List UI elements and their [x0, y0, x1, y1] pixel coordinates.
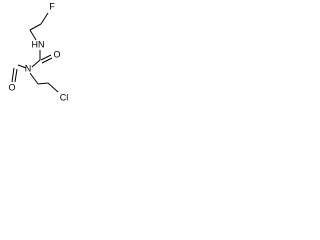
bond-c2-nh: [29, 29, 37, 41]
molecule-structure-diagram: F HN O N O Cl: [0, 0, 84, 111]
bond-n-c3: [29, 72, 39, 85]
bond-nitroso-double-2: [14, 68, 18, 83]
atom-fluorine: F: [49, 1, 55, 11]
atom-nitroso-nitrogen: N: [25, 63, 32, 73]
bond-n-nitroso: [17, 64, 27, 69]
bond-group: [11, 12, 59, 93]
atom-chlorine: Cl: [60, 92, 69, 102]
atom-amide-nitrogen: HN: [32, 39, 45, 49]
atom-carbonyl-oxygen: O: [53, 49, 60, 59]
bond-carbonyl-double-2: [41, 57, 53, 64]
bond-nitroso-double-1: [11, 67, 15, 83]
atom-label-group: F HN O N O Cl: [8, 1, 68, 102]
bond-c1-c2: [29, 23, 42, 31]
bond-carbonyl-double-1: [40, 54, 52, 61]
bond-c4-cl: [47, 82, 59, 93]
bond-c3-c4: [37, 82, 49, 85]
atom-nitroso-oxygen: O: [8, 82, 15, 92]
bond-f-c1: [40, 12, 49, 25]
chemical-structure-svg: F HN O N O Cl: [8, 1, 68, 102]
bond-carbonyl-n: [31, 59, 41, 68]
